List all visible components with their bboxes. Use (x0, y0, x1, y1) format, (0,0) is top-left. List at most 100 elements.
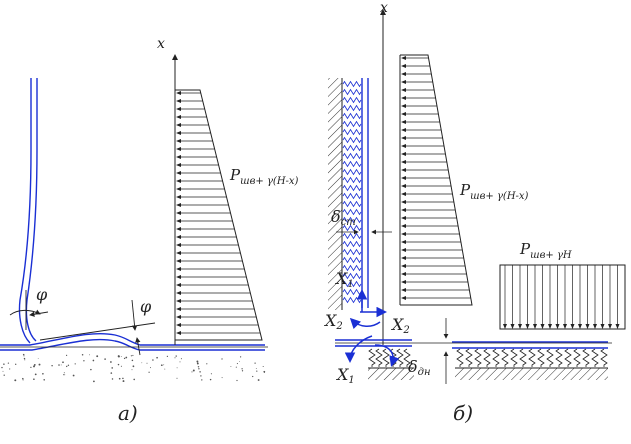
soil-speck (199, 371, 201, 373)
soil-speck (125, 356, 128, 359)
wall-spring (342, 264, 362, 272)
base-spring (382, 348, 390, 367)
wall-spring (342, 208, 362, 216)
soil-hatch-bottom-right (455, 368, 608, 380)
wall-spring (342, 152, 362, 160)
soil-speck (34, 373, 37, 376)
soil-speck (196, 360, 199, 363)
soil-speck (118, 377, 121, 380)
base-spring (519, 348, 527, 367)
base-spring (591, 348, 599, 367)
base-spring (537, 348, 545, 367)
soil-speck (149, 367, 152, 369)
x1-upper-label: X1 (334, 269, 354, 290)
base-spring (368, 348, 376, 367)
caption-b: б) (453, 401, 473, 425)
soil-speck (241, 370, 244, 372)
soil-speck (122, 377, 124, 380)
soil-speck (256, 370, 258, 372)
soil-speck (198, 368, 200, 370)
wall-spring (342, 176, 362, 184)
soil-speck (24, 359, 26, 361)
bottom-slab (335, 339, 608, 349)
soil-speck (148, 371, 150, 373)
base-spring (456, 348, 464, 367)
soil-speck (239, 356, 242, 358)
soil-speck (236, 379, 238, 382)
soil-speck (3, 374, 5, 376)
soil-speck (117, 363, 120, 366)
wall-spring (342, 240, 362, 248)
wall-spring (342, 280, 362, 288)
base-spring (510, 348, 518, 367)
wall-spring (342, 232, 362, 240)
soil-speck (130, 355, 133, 357)
soil-speck (65, 354, 68, 357)
soil-speck (15, 363, 17, 365)
wall-spring (342, 96, 362, 104)
soil-speck (92, 359, 95, 362)
soil-speck (72, 374, 75, 377)
wall-spring (342, 216, 362, 224)
soil-speck (160, 364, 163, 367)
soil-speck (14, 379, 17, 382)
angle-symbol-right: φ (140, 297, 152, 316)
soil-speck (156, 356, 158, 359)
wall-spring (342, 104, 362, 112)
pressure-diagram-a (175, 89, 263, 341)
base-spring (600, 348, 608, 367)
soil-speck (120, 365, 122, 367)
soil-speck (63, 374, 65, 376)
base-spring (528, 348, 536, 367)
base-spring (483, 348, 491, 367)
soil-speck (90, 368, 92, 371)
base-spring (501, 348, 509, 367)
soil-speck (210, 373, 212, 375)
wall-spring (342, 184, 362, 192)
soil-speck (33, 378, 35, 381)
soil-speck (93, 380, 95, 383)
soil-speck (163, 364, 165, 366)
soil-speck (110, 372, 113, 374)
soil-speck (166, 355, 169, 358)
soil-speck (235, 366, 237, 368)
soil-texture-a (1, 353, 266, 383)
soil-speck (192, 369, 195, 372)
caption-a: а) (118, 401, 138, 425)
soil-speck (264, 371, 265, 373)
soil-speck (62, 361, 64, 364)
soil-speck (37, 358, 39, 359)
wall-spring (342, 192, 362, 200)
soil-speck (22, 377, 24, 380)
base-spring (396, 348, 404, 367)
angle-symbol-left: φ (36, 285, 48, 304)
soil-speck (164, 368, 166, 370)
soil-speck (175, 355, 177, 357)
base-spring (582, 348, 590, 367)
wall-spring (342, 80, 362, 88)
base-spring (546, 348, 554, 367)
soil-speck (122, 380, 125, 383)
soil-speck (209, 378, 212, 381)
deformed-wall-a (18, 78, 38, 344)
panel-a: φ φ x Pшв+ γ(H-x) а) (0, 36, 299, 425)
soil-speck (255, 367, 257, 369)
angle-indicator-left (9, 290, 49, 330)
soil-speck (89, 354, 91, 356)
soil-speck (22, 379, 24, 381)
soil-speck (123, 357, 126, 360)
soil-speck (146, 362, 148, 364)
wall-spring (342, 168, 362, 176)
soil-speck (58, 364, 60, 366)
soil-speck (96, 355, 99, 358)
base-spring (555, 348, 563, 367)
x2-right-label: X2 (390, 315, 410, 336)
soil-speck (174, 357, 176, 359)
panel-b: x Pшв+ γ(H-x) δст Pшв+ γH (323, 0, 626, 425)
wall-spring (342, 160, 362, 168)
wall-spring (342, 296, 362, 304)
soil-speck (200, 375, 202, 377)
soil-speck (9, 368, 11, 370)
uniform-load (499, 264, 626, 330)
